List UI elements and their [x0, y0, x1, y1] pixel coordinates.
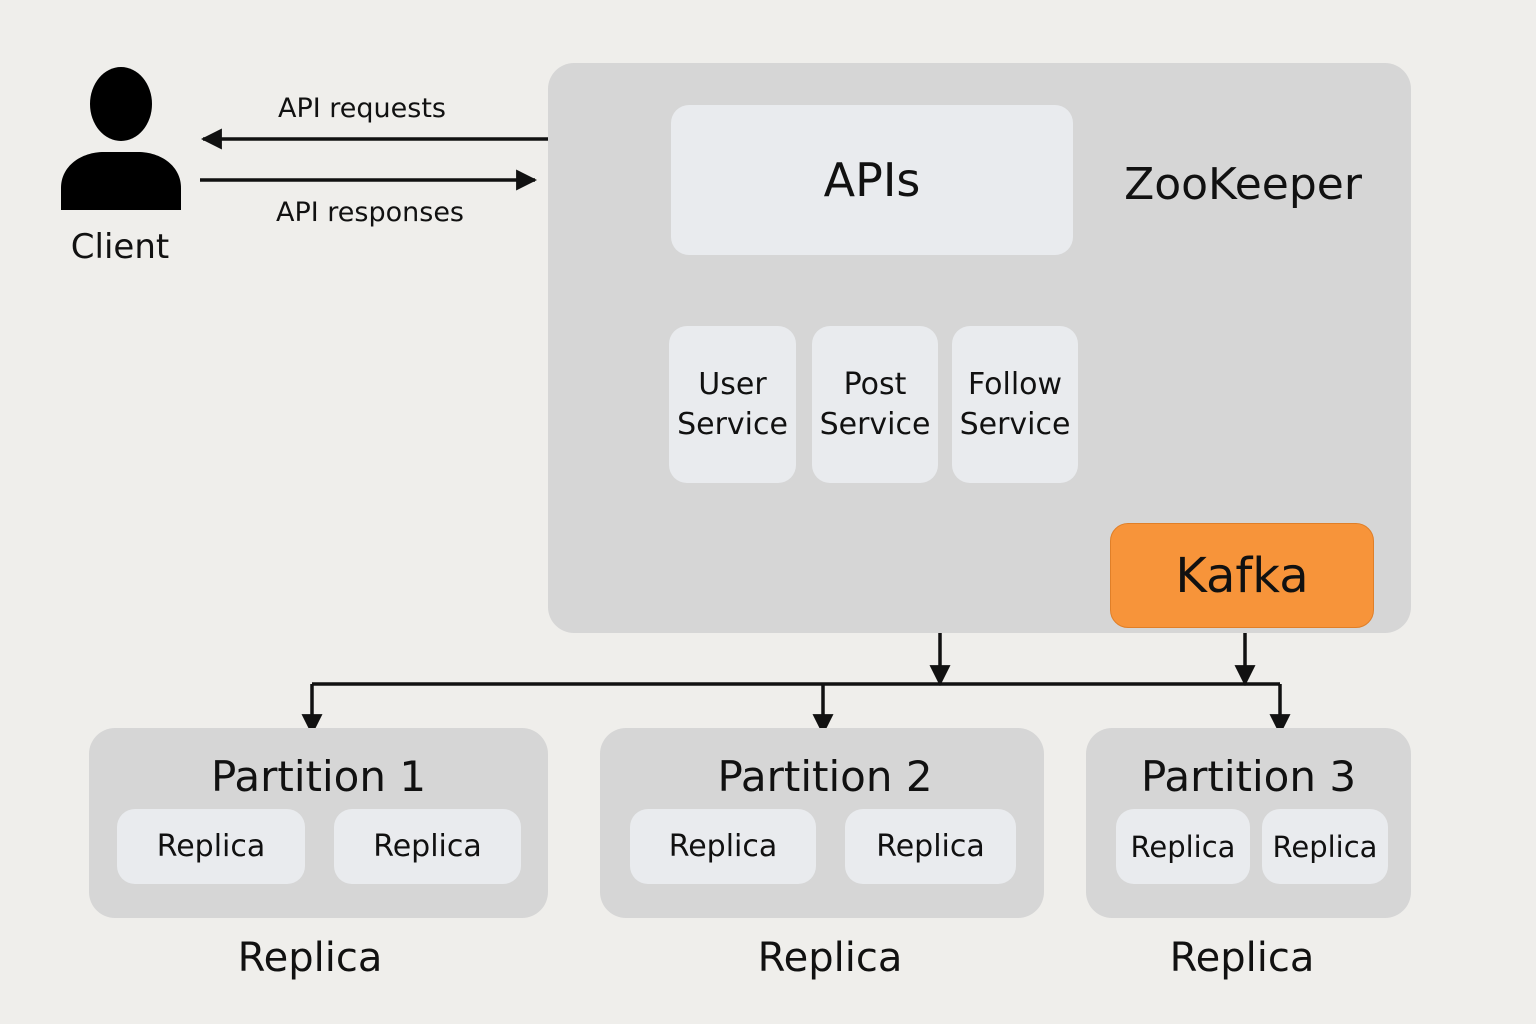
client-node: Client: [52, 66, 188, 276]
partition-3-box: Partition 3 Replica Replica: [1086, 728, 1411, 918]
partition-2-footer: Replica: [757, 935, 903, 981]
replica-label: Replica: [1130, 829, 1236, 864]
follow-service-box: Follow Service: [952, 326, 1078, 483]
replica-label: Replica: [1272, 829, 1378, 864]
replica-box: Replica: [117, 809, 305, 884]
api-requests-label: API requests: [278, 92, 446, 124]
replica-box: Replica: [1116, 809, 1250, 884]
service-label-line2: Service: [819, 406, 931, 442]
replica-label: Replica: [373, 829, 482, 864]
post-service-box: Post Service: [812, 326, 938, 483]
partition-title: Partition 3: [1140, 751, 1357, 801]
service-label-line2: Service: [959, 406, 1071, 442]
service-label-line1: Follow: [967, 366, 1063, 402]
client-label: Client: [70, 227, 170, 267]
zookeeper-label: ZooKeeper: [1124, 158, 1362, 210]
kafka-box: Kafka: [1110, 523, 1374, 628]
partition-1-box: Partition 1 Replica Replica: [89, 728, 548, 918]
partition-title: Partition 1: [210, 751, 427, 801]
replica-label: Replica: [876, 829, 985, 864]
apis-label: APIs: [823, 153, 921, 207]
partition-3-footer: Replica: [1169, 935, 1315, 981]
service-label-line1: Post: [843, 366, 907, 402]
replica-box: Replica: [334, 809, 521, 884]
user-icon: [61, 67, 181, 210]
service-label-line2: Service: [677, 406, 788, 442]
api-responses-label: API responses: [276, 196, 464, 228]
apis-box: APIs: [671, 105, 1073, 255]
partition-1-footer: Replica: [237, 935, 383, 981]
service-label-line1: User: [698, 366, 767, 402]
replica-box: Replica: [845, 809, 1016, 884]
replica-box: Replica: [630, 809, 816, 884]
replica-box: Replica: [1262, 809, 1388, 884]
partition-title: Partition 2: [717, 751, 933, 801]
replica-label: Replica: [668, 829, 778, 864]
kafka-label: Kafka: [1175, 547, 1309, 604]
user-service-box: User Service: [669, 326, 796, 483]
replica-label: Replica: [156, 829, 266, 864]
partition-2-box: Partition 2 Replica Replica: [600, 728, 1044, 918]
